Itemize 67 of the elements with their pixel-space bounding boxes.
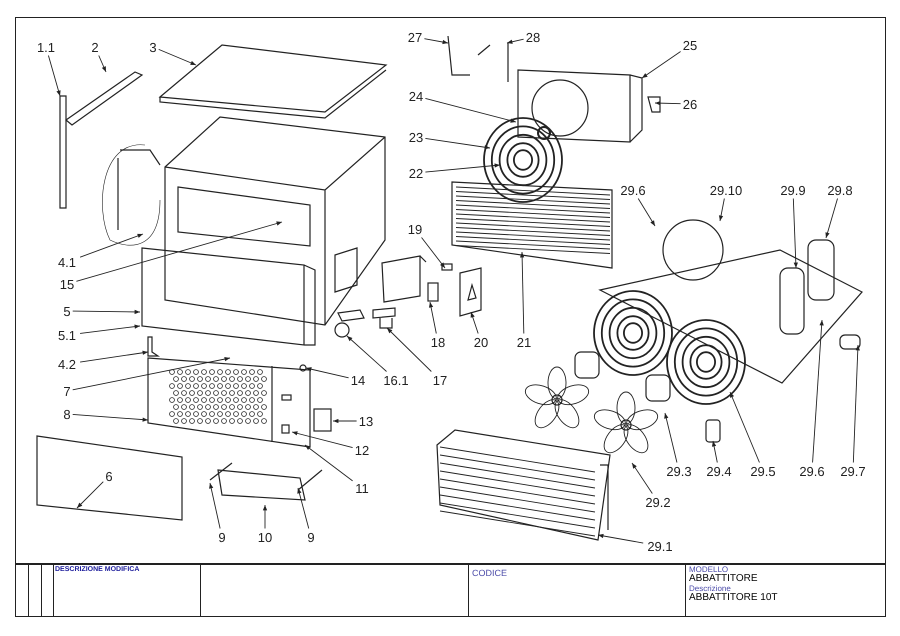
callout-number: 10: [256, 530, 274, 544]
leader-line: [209, 482, 221, 529]
leader-line: [262, 504, 268, 529]
leader-line: [470, 312, 479, 334]
callout-number: 8: [62, 406, 72, 422]
leader-line: [852, 344, 860, 463]
leader-line: [297, 488, 310, 529]
leader-line: [98, 55, 106, 72]
callout-number: 3: [148, 40, 158, 54]
callout-number: 27: [406, 30, 424, 44]
leader-line: [520, 252, 524, 334]
callout-number: 2: [90, 40, 100, 54]
leader-line: [506, 38, 524, 44]
leader-line: [72, 414, 148, 422]
callout-number: 22: [408, 166, 424, 180]
leader-line: [386, 328, 432, 372]
leader-line: [72, 356, 230, 390]
leader-line: [292, 431, 354, 448]
title-block-text: ABBATTITORE: [689, 573, 758, 584]
leader-line: [642, 51, 682, 78]
callout-number: 26: [682, 96, 698, 112]
leader-line: [664, 412, 678, 463]
leader-line: [80, 350, 148, 362]
callout-number: 21: [516, 334, 532, 350]
leader-line: [80, 234, 144, 258]
callout-number: 9: [306, 530, 316, 544]
callout-number: 6: [104, 468, 114, 484]
leader-line: [80, 324, 140, 334]
title-block-text: Descrizione: [689, 584, 731, 593]
title-block-text: MODELLO: [689, 565, 728, 574]
callout-number: 9: [217, 530, 227, 544]
leader-line: [76, 481, 104, 508]
leader-line: [792, 198, 798, 268]
leader-line: [424, 163, 500, 173]
callout-number: 28: [524, 30, 542, 44]
leader-line: [76, 221, 282, 282]
leader-line: [158, 48, 196, 66]
leader-line: [718, 198, 725, 222]
leader-line: [424, 38, 448, 44]
leader-line: [632, 462, 653, 494]
callout-number: 19: [406, 222, 424, 236]
callout-number: 23: [408, 130, 424, 144]
leader-line: [654, 101, 682, 106]
leader-line: [812, 320, 824, 463]
leader-line: [346, 336, 387, 372]
callout-number: 13: [358, 414, 374, 428]
leader-line: [48, 55, 61, 96]
title-block-text: ABBATTITORE 10T: [689, 592, 778, 603]
leader-line: [825, 198, 838, 238]
callout-number: 24: [408, 88, 424, 104]
leader-line: [428, 302, 437, 334]
callout-number: 25: [682, 38, 698, 52]
leader-line: [72, 310, 140, 314]
callout-number: 20: [472, 334, 490, 350]
leader-line: [332, 418, 358, 424]
leader-line: [638, 198, 656, 226]
leader-line: [306, 367, 350, 378]
callout-number: 18: [430, 334, 446, 350]
leader-line: [421, 237, 446, 268]
title-block-text: CODICE: [472, 567, 508, 580]
leader-line: [304, 444, 354, 482]
leader-line: [424, 138, 490, 150]
leader-line: [712, 440, 718, 463]
leader-line: [730, 392, 760, 463]
callout-number: 12: [354, 442, 370, 458]
leader-line: [598, 534, 644, 544]
leader-line: [424, 98, 516, 123]
